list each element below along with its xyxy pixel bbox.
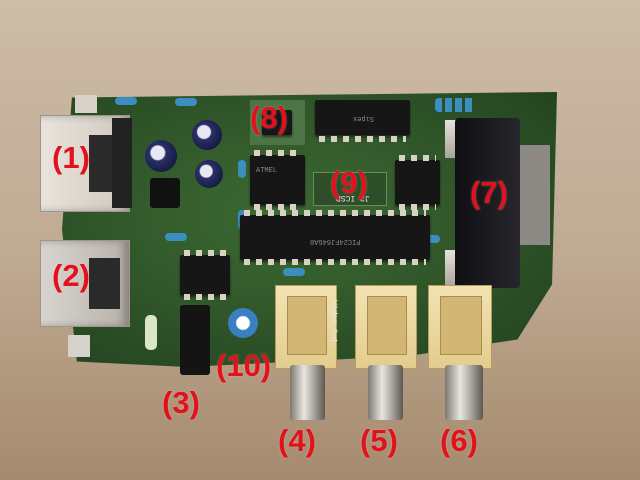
rj-jack-2 bbox=[40, 240, 130, 327]
mounting-pad bbox=[68, 335, 90, 357]
voltage-regulator bbox=[150, 178, 180, 208]
rca-barrel bbox=[368, 365, 403, 420]
label-6: (6) bbox=[440, 423, 478, 458]
socket-8 bbox=[250, 100, 305, 145]
trimmer-potentiometer bbox=[228, 308, 258, 338]
chip-opamp bbox=[395, 155, 440, 210]
icsp-header: J3 ICSP bbox=[313, 172, 387, 206]
chip-eeprom: ATMEL bbox=[250, 150, 305, 210]
label-10: (10) bbox=[216, 348, 272, 383]
label-2: (2) bbox=[52, 258, 90, 293]
capacitor bbox=[420, 235, 440, 243]
label-9: (9) bbox=[330, 165, 368, 200]
jack-body bbox=[112, 118, 132, 208]
db9-connector bbox=[455, 118, 520, 288]
rca-jack-4 bbox=[275, 285, 337, 369]
mounting-pad bbox=[75, 95, 97, 113]
chip-8pin bbox=[180, 250, 230, 300]
chip-microcontroller: PIC24FJ64GA0 bbox=[240, 210, 430, 265]
label-4: (4) bbox=[278, 423, 316, 458]
led bbox=[145, 315, 157, 350]
rca-barrel bbox=[290, 365, 325, 420]
capacitor bbox=[165, 233, 187, 241]
capacitor bbox=[283, 268, 305, 276]
electrolytic-capacitor bbox=[195, 160, 223, 188]
audio-jack bbox=[180, 305, 210, 375]
chip-sipex: Sipex bbox=[315, 100, 410, 142]
label-7: (7) bbox=[470, 175, 508, 210]
label-5: (5) bbox=[360, 423, 398, 458]
rca-barrel bbox=[445, 365, 483, 420]
label-8: (8) bbox=[250, 100, 288, 135]
db9-shell bbox=[520, 145, 550, 245]
electrolytic-capacitor bbox=[145, 140, 177, 172]
electrolytic-capacitor bbox=[192, 120, 222, 150]
rca-jack-5 bbox=[355, 285, 417, 369]
capacitor bbox=[175, 98, 197, 106]
capacitor bbox=[238, 160, 246, 178]
label-3: (3) bbox=[162, 385, 200, 420]
rca-jack-6 bbox=[428, 285, 492, 369]
capacitor bbox=[115, 97, 137, 105]
label-1: (1) bbox=[52, 140, 90, 175]
capacitor-array bbox=[435, 98, 475, 112]
